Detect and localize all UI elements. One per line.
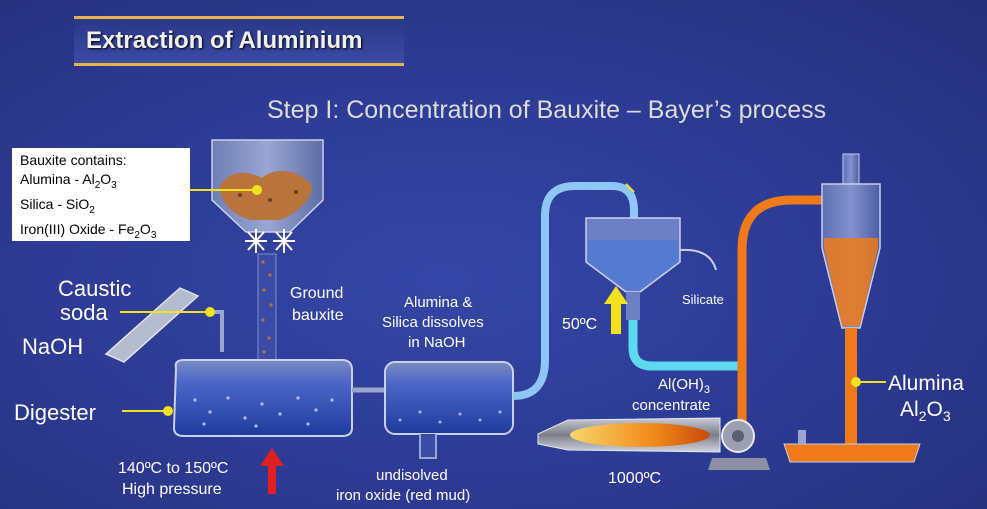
bauxite-feed-column — [257, 253, 277, 365]
label-al2o3: Al2O3 — [900, 398, 951, 425]
infobox-line-alumina: Alumina - Al2O3 — [20, 171, 117, 191]
label-naoh: NaOH — [22, 334, 84, 359]
infobox-line-iron-oxide: Iron(III) Oxide - Fe2O3 — [20, 220, 157, 241]
label-50c: 50ºC — [562, 316, 598, 333]
infobox-line-silica: Silica - SiO2 — [20, 195, 95, 216]
label-1000c: 1000ºC — [608, 470, 661, 487]
crusher-icon — [245, 229, 295, 253]
flow-arrow-icon — [625, 183, 635, 193]
solution-pipe — [512, 182, 638, 400]
label-alumina: Alumina — [888, 372, 964, 395]
label-silicate: Silicate — [682, 292, 724, 307]
page-title: Extraction of Aluminium — [86, 27, 363, 54]
title-banner: Extraction of Aluminium — [74, 16, 404, 66]
label-dissolves: Silica dissolves — [382, 314, 484, 331]
label-digester: Digester — [14, 400, 96, 425]
rotary-kiln — [537, 417, 770, 470]
bauxite-particles — [261, 260, 273, 370]
heat-arrow-icon — [260, 448, 284, 494]
bauxite-hopper — [211, 139, 324, 233]
label-ground: Ground — [290, 285, 344, 302]
infobox-heading: Bauxite contains: — [20, 152, 127, 168]
label-alumina-silica: Alumina & — [404, 294, 473, 311]
filter-funnel — [585, 217, 717, 320]
label-high-pressure: High pressure — [122, 481, 222, 498]
label-caustic: Caustic — [58, 276, 132, 301]
label-temperature-range: 140ºC to 150ºC — [118, 460, 229, 477]
cyclone-separator — [821, 153, 881, 444]
bauxite-composition-box: Bauxite contains: Alumina - Al2O3 Silica… — [12, 148, 190, 241]
dissolution-tank — [384, 361, 514, 459]
digester-tank — [172, 359, 388, 437]
label-undisolved: undisolved — [376, 467, 448, 484]
cooling-arrow-icon — [604, 286, 628, 334]
label-soda: soda — [60, 300, 108, 325]
label-concentrate: concentrate — [632, 397, 711, 414]
collection-tray — [783, 443, 921, 463]
label-aloh3: Al(OH)3 — [658, 376, 710, 396]
step-subtitle: Step I: Concentration of Bauxite – Bayer… — [267, 96, 827, 124]
alumina-pipe — [737, 195, 860, 432]
label-in-naoh: in NaOH — [408, 334, 466, 351]
label-red-mud: iron oxide (red mud) — [336, 487, 471, 504]
label-bauxite: bauxite — [292, 307, 344, 324]
hydroxide-pipe — [628, 320, 742, 371]
leader-lines — [120, 185, 886, 416]
